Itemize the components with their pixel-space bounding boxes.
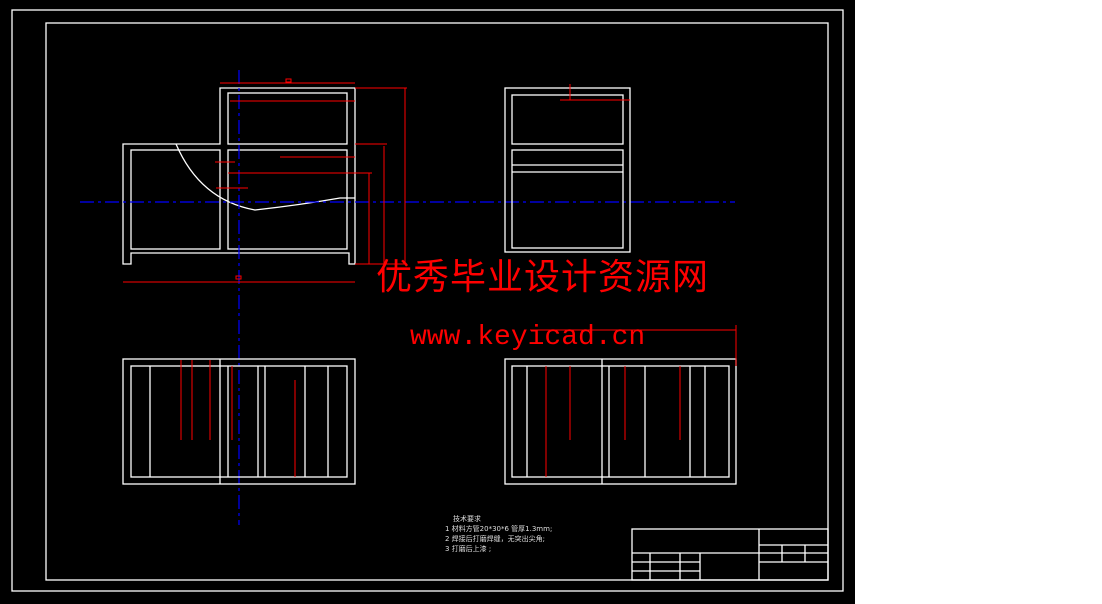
watermark-url: www.keyicad.cn [410,322,646,353]
drawing-geometry [11,9,844,592]
technical-requirements: 技术要求 1 材料方管20*30*6 管厚1.3mm; 2 焊接后打磨焊缝，无突… [445,514,552,554]
tech-req-item: 3 打磨后上漆 ; [445,545,492,553]
front-view [80,70,735,525]
outer-border [11,9,844,592]
front-view-dimensions [123,78,407,283]
drawing-canvas[interactable]: 技术要求 1 材料方管20*30*6 管厚1.3mm; 2 焊接后打磨焊缝，无突… [0,0,855,604]
watermark-text: 优秀毕业设计资源网 [376,257,710,298]
title-block [631,528,829,581]
drawing-frame [45,22,829,581]
tech-req-title: 技术要求 [453,515,481,523]
top-view-left [122,358,356,485]
top-view-right [504,325,737,485]
tech-req-item: 1 材料方管20*30*6 管厚1.3mm; [445,525,553,533]
side-view [504,84,631,253]
tech-req-item: 2 焊接后打磨焊缝，无突出尖角; [445,535,546,543]
